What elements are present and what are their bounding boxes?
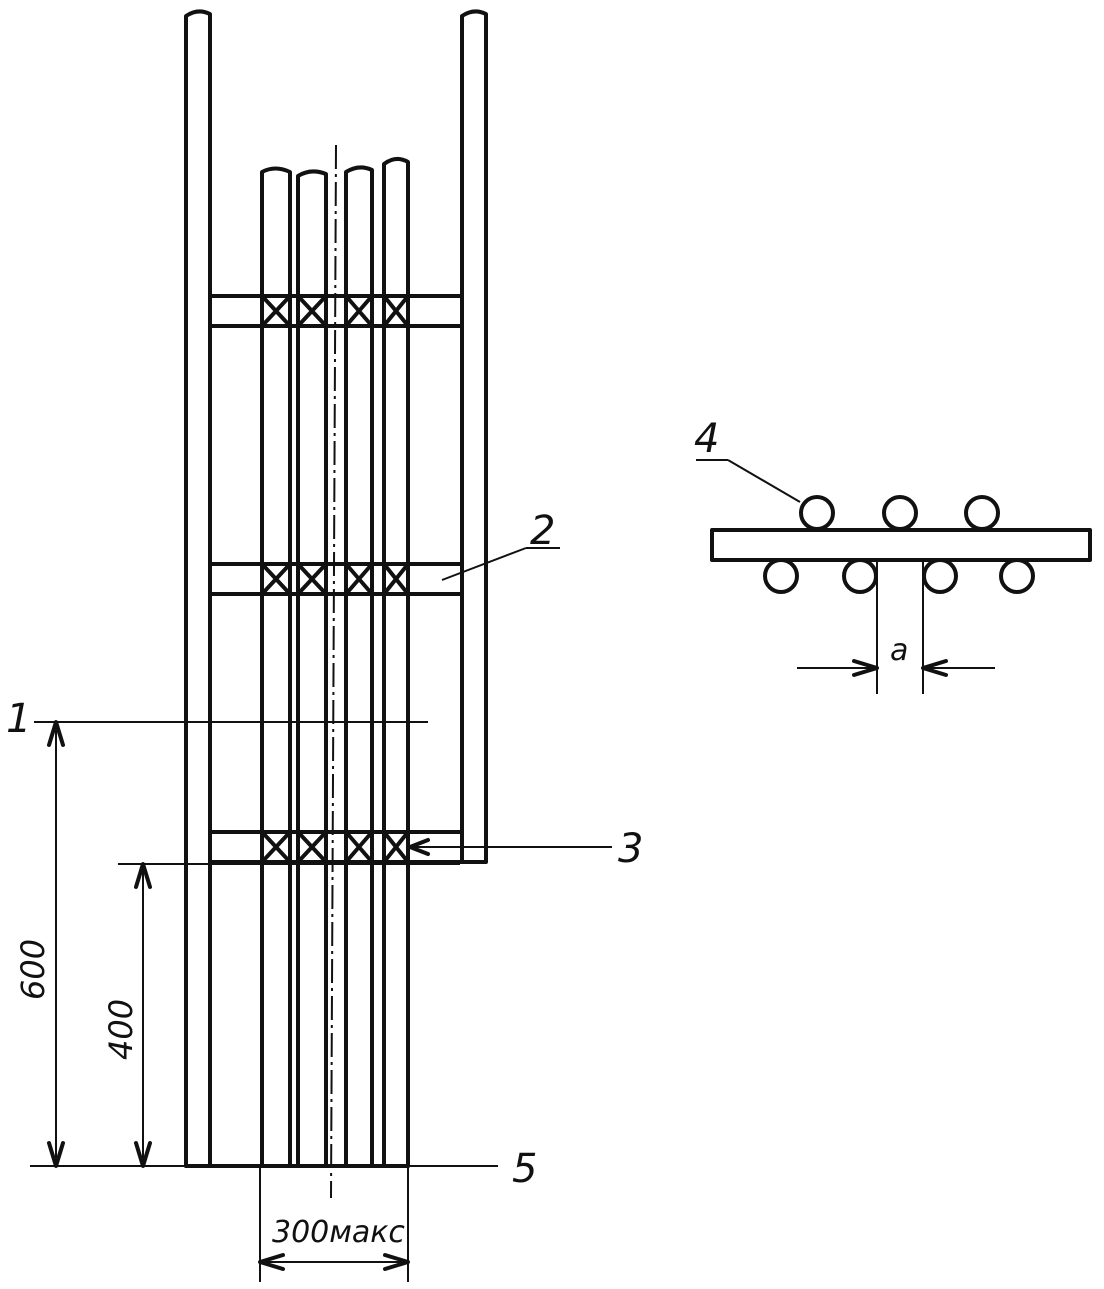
inner-bar-3 [344, 165, 374, 1168]
callout-1-label: 1 [6, 696, 31, 742]
bar-section-bottom-1 [763, 558, 799, 594]
bar-section-top-3 [964, 495, 1000, 531]
section-plate [710, 528, 1092, 562]
dimension-400-label: 400 [102, 999, 140, 1060]
outer-bar-left [184, 9, 212, 1168]
bar-section-bottom-2 [842, 558, 878, 594]
dimension-a-label: a [890, 633, 908, 668]
callout-3-label: 3 [618, 826, 643, 872]
dimension-300-label: 300макс [272, 1215, 405, 1250]
bar-bundle-elevation [30, 9, 498, 1199]
callout-3: 3 [408, 826, 643, 872]
bar-section-top-1 [799, 495, 835, 531]
outer-bar-right [460, 9, 488, 864]
bar-section-bottom-3 [922, 558, 958, 594]
bar-section-bottom-4 [999, 558, 1035, 594]
callout-5-label: 5 [512, 1146, 537, 1192]
wire-tie-top [208, 294, 464, 328]
callout-4-label: 4 [694, 416, 719, 462]
bundle-cross-section: a 4 [694, 416, 1092, 694]
callout-2: 2 [441, 508, 560, 581]
callout-1: 1 [6, 696, 31, 742]
callout-4: 4 [694, 416, 801, 503]
callout-5: 5 [512, 1146, 537, 1192]
bar-section-top-2 [882, 495, 918, 531]
dimension-400: 400 [102, 862, 152, 1168]
wire-tie-bottom [208, 830, 464, 864]
inner-bar-2 [296, 169, 328, 1168]
inner-bar-1 [260, 166, 292, 1168]
center-axis-line [330, 144, 337, 1199]
dimension-a: a [797, 560, 995, 694]
inner-bar-4 [382, 157, 410, 1168]
wire-tie-middle [208, 562, 464, 596]
dimension-600-label: 600 [14, 939, 52, 1000]
callout-2-label: 2 [530, 508, 555, 554]
dimension-600: 600 [14, 720, 65, 1168]
dimension-300-max: 300макс [258, 1166, 410, 1282]
